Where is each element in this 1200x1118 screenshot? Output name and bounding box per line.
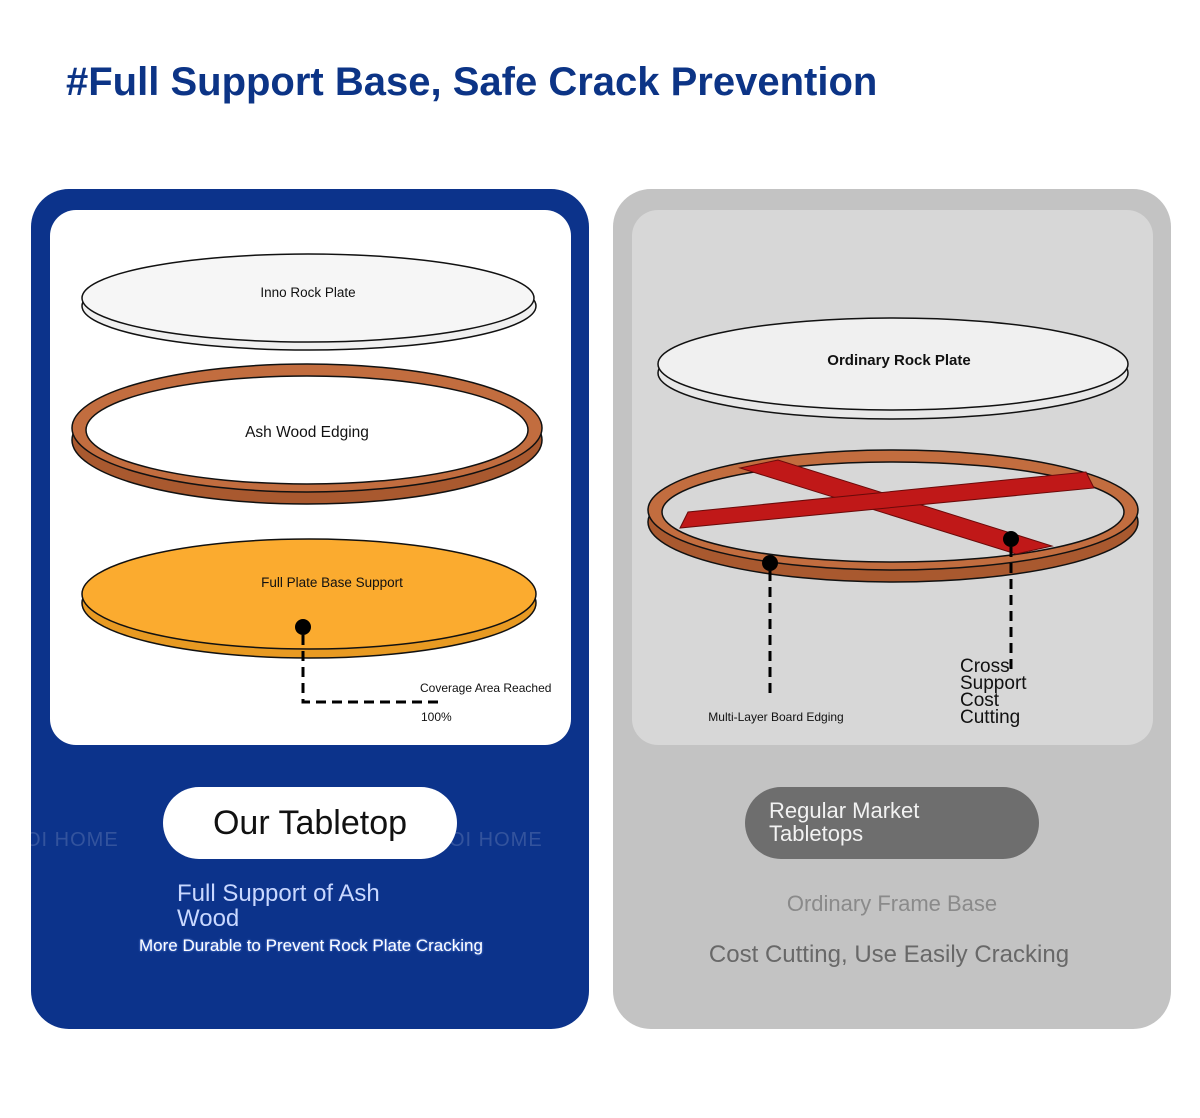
watermark-right: OI HOME [449,829,543,851]
cross-support-label: Cross Support Cost Cutting [960,658,1027,728]
coverage-value: 100% [421,710,452,724]
cross-support-callout: Cross Support Cost Cutting [960,531,1027,728]
our-description: More Durable to Prevent Rock Plate Crack… [139,936,483,955]
our-tabletop-pill-label: Our Tabletop [212,803,408,842]
label-ash-wood-edging: Ash Wood Edging [245,424,369,441]
our-exploded-diagram: Inno Rock Plate Ash Wood Edging Full Pla… [50,210,571,745]
edging-callout: Multi-Layer Board Edging [708,555,844,724]
page-headline: #Full Support Base, Safe Crack Preventio… [66,60,878,104]
our-tabletop-pill: Our Tabletop [163,787,457,859]
coverage-callout: Coverage Area Reached 100% [295,619,551,724]
rock-plate-layer: Inno Rock Plate [81,253,537,351]
regular-subtitle: Ordinary Frame Base [786,891,998,916]
label-rock-plate: Inno Rock Plate [260,285,355,300]
label-full-base: Full Plate Base Support [261,575,403,590]
multi-layer-ring-layer [647,449,1139,583]
watermark-left: OI HOME [31,829,119,851]
coverage-label: Coverage Area Reached [420,681,551,695]
ash-wood-ring-layer: Ash Wood Edging [71,363,543,505]
our-subtitle: Full Support of Ash Wood [177,880,380,932]
regular-exploded-diagram: Ordinary Rock Plate Multi-Layer Board Ed… [632,210,1153,745]
regular-description: Cost Cutting, Use Easily Cracking [708,941,1070,968]
full-base-layer: Full Plate Base Support [81,538,537,659]
regular-tabletop-pill: Regular Market Tabletops [745,787,1039,859]
label-ordinary-rock-plate: Ordinary Rock Plate [827,352,970,369]
regular-tabletop-card: Ordinary Rock Plate Multi-Layer Board Ed… [613,189,1171,1029]
ordinary-rock-plate-layer: Ordinary Rock Plate [657,317,1129,420]
our-tabletop-card: OI HOME OI HOME Inno Rock Plate Ash Wood… [31,189,589,1029]
regular-tabletop-pill-label: Regular Market Tabletops [769,798,920,846]
edging-callout-label: Multi-Layer Board Edging [708,710,843,724]
